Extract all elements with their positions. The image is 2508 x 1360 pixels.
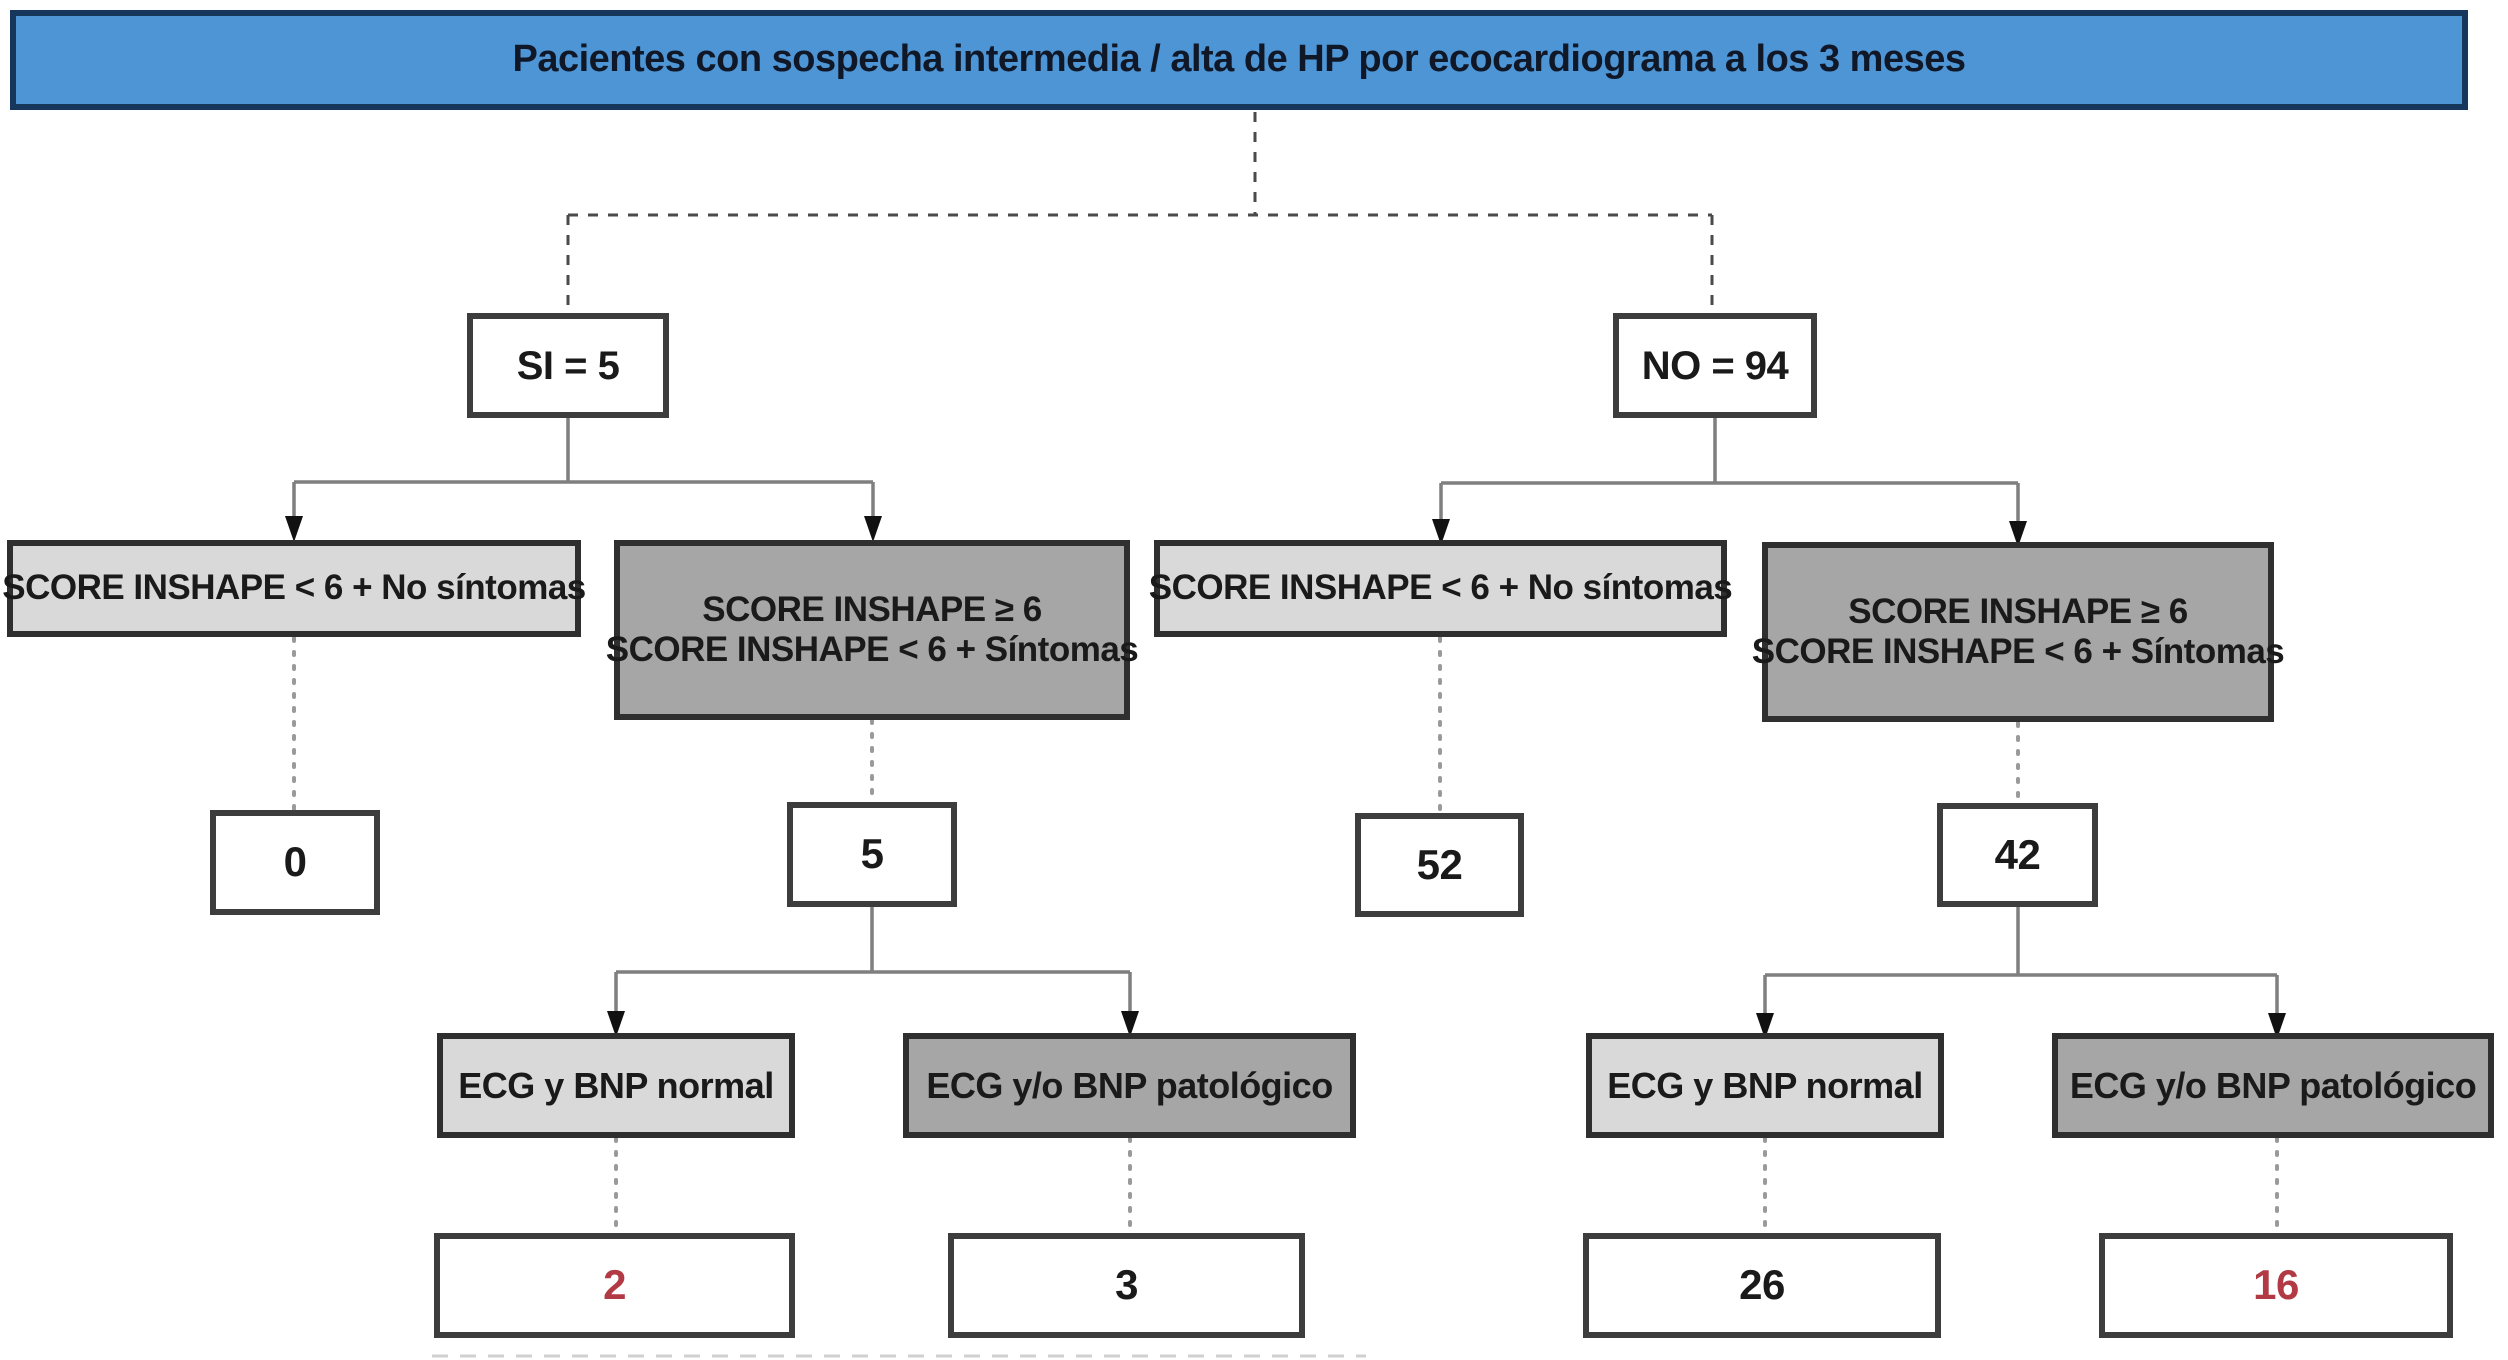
no-ecg-pathologic-count-box: 16 [2099, 1233, 2453, 1338]
no-score-high-count-box: 42 [1937, 803, 2098, 907]
yes-ecg-normal-label: ECG y BNP normal [458, 1064, 774, 1106]
no-ecg-normal-box: ECG y BNP normal [1586, 1033, 1944, 1138]
no-score-low-box: SCORE INSHAPE < 6 + No síntomas [1149, 540, 1733, 637]
yes-ecg-pathologic-count: 3 [1115, 1261, 1138, 1309]
no-score-high-box: SCORE INSHAPE ≥ 6 SCORE INSHAPE < 6 + Sí… [1752, 542, 2285, 722]
no-ecg-normal-count: 26 [1739, 1261, 1785, 1309]
header-split-dashed-lines [566, 112, 1714, 313]
no-score-high-count: 42 [1994, 830, 2041, 878]
yes-score-high-line1: SCORE INSHAPE ≥ 6 [702, 589, 1042, 629]
yes-ecg-pathologic-box: ECG y/o BNP patológico [903, 1033, 1356, 1138]
no-score-high-line2: SCORE INSHAPE < 6 + Síntomas [1751, 632, 2285, 671]
yes-ecg-normal-count-box: 2 [434, 1233, 795, 1338]
yes-ecg-normal-box: ECG y BNP normal [437, 1033, 795, 1138]
branch-yes-box: SI = 5 [467, 313, 669, 418]
branch-no-box: NO = 94 [1613, 313, 1817, 418]
yes-score-low-label: SCORE INSHAPE < 6 + No síntomas [2, 568, 586, 608]
yes-ecg-pathologic-label: ECG y/o BNP patológico [926, 1064, 1333, 1106]
yes-score-high-count: 5 [860, 830, 884, 878]
branch-yes-label: SI = 5 [516, 343, 620, 388]
arrowheads [285, 516, 2286, 1039]
solid-split-lines [292, 418, 2279, 1013]
yes-score-low-count-box: 0 [210, 810, 380, 915]
branch-no-label: NO = 94 [1641, 343, 1789, 388]
dotted-count-lines [292, 636, 2279, 1235]
header-box: Pacientes con sospecha intermedia / alta… [10, 10, 2468, 110]
no-score-high-line1: SCORE INSHAPE ≥ 6 [1848, 591, 2188, 631]
yes-score-high-line2: SCORE INSHAPE < 6 + Síntomas [605, 630, 1139, 669]
yes-score-low-count: 0 [283, 838, 307, 886]
yes-score-high-box: SCORE INSHAPE ≥ 6 SCORE INSHAPE < 6 + Sí… [606, 540, 1139, 720]
no-ecg-normal-label: ECG y BNP normal [1607, 1064, 1923, 1106]
yes-ecg-normal-count: 2 [603, 1261, 626, 1309]
no-ecg-pathologic-box: ECG y/o BNP patológico [2052, 1033, 2494, 1138]
no-score-low-count-box: 52 [1355, 813, 1524, 917]
no-score-low-count: 52 [1416, 840, 1463, 888]
no-ecg-pathologic-label: ECG y/o BNP patológico [2069, 1064, 2477, 1106]
header-label: Pacientes con sospecha intermedia / alta… [512, 38, 1966, 81]
no-ecg-pathologic-count: 16 [2253, 1261, 2299, 1309]
yes-score-low-box: SCORE INSHAPE < 6 + No síntomas [2, 540, 586, 637]
no-ecg-normal-count-box: 26 [1583, 1233, 1941, 1338]
no-score-low-label: SCORE INSHAPE < 6 + No síntomas [1148, 568, 1733, 608]
yes-ecg-pathologic-count-box: 3 [948, 1233, 1305, 1338]
yes-score-high-count-box: 5 [787, 802, 957, 907]
